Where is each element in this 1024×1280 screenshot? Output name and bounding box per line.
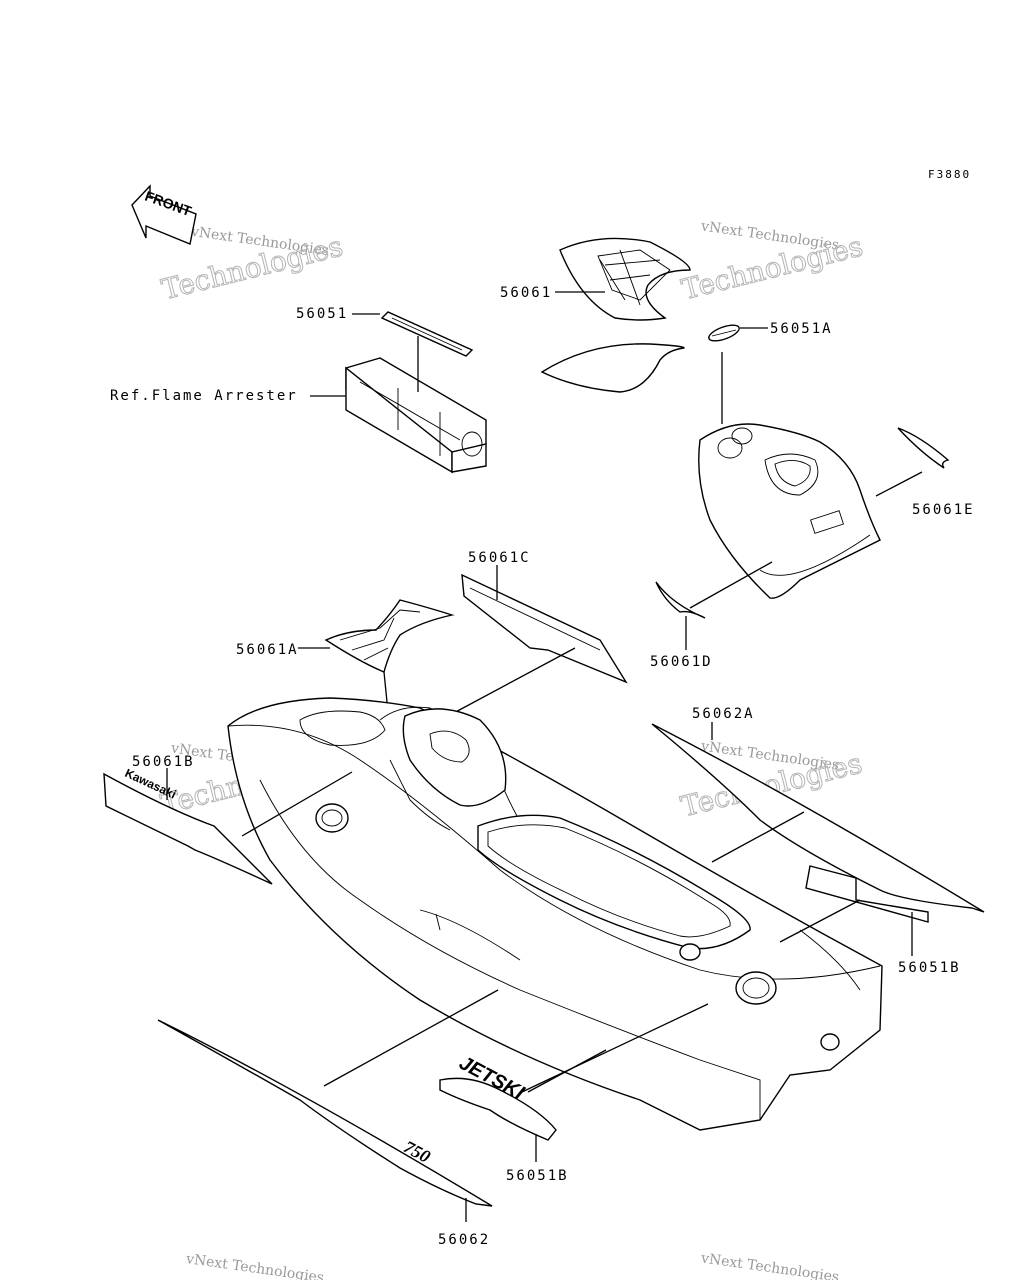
decal-56061E-part [897,427,950,469]
label-56061A: 56061A [236,642,299,658]
label-56051B-right: 56051B [898,960,961,976]
svg-text:vNext Technologies: vNext Technologies [184,1251,325,1280]
watermark-bottom-left: vNext Technologies [184,1251,325,1280]
decal-56051-part [380,311,474,357]
watermark-bottom-right: vNext Technologies [699,1250,840,1280]
decal-56061D-part [655,581,706,619]
hull-part [227,697,883,1131]
label-flame-arrester: Ref.Flame Arrester [110,388,298,404]
label-56051B-bottom: 56051B [506,1168,569,1184]
label-56062: 56062 [438,1232,490,1248]
figure-code: F3880 [928,168,971,181]
label-56062A: 56062A [692,706,755,722]
watermark-top-right: vNext Technologies Technologies [678,218,867,307]
svg-text:vNext Technologies: vNext Technologies [699,1250,840,1280]
decal-jetski-part: JETSKI [439,1052,557,1141]
pad-lower-part [540,343,685,393]
pad-56061A-part [324,599,455,673]
badge-56051A-part [708,324,740,342]
label-56061E: 56061E [912,502,975,518]
label-56061D: 56061D [650,654,713,670]
steering-cover-part [698,423,881,599]
pad-56061-part [559,237,691,321]
decal-56051B-right-part [805,865,929,923]
decal-56062-part: 750 [157,1019,493,1207]
label-56061: 56061 [500,285,552,301]
decal-56061C-part [461,573,628,684]
label-56061C: 56061C [468,550,531,566]
front-arrow-icon: FRONT [131,184,197,245]
label-56051A: 56051A [770,321,833,337]
decal-56062A-part [651,723,985,913]
label-56051: 56051 [296,306,348,322]
label-56061B: 56061B [132,754,195,770]
flame-arrester-part [345,357,487,474]
